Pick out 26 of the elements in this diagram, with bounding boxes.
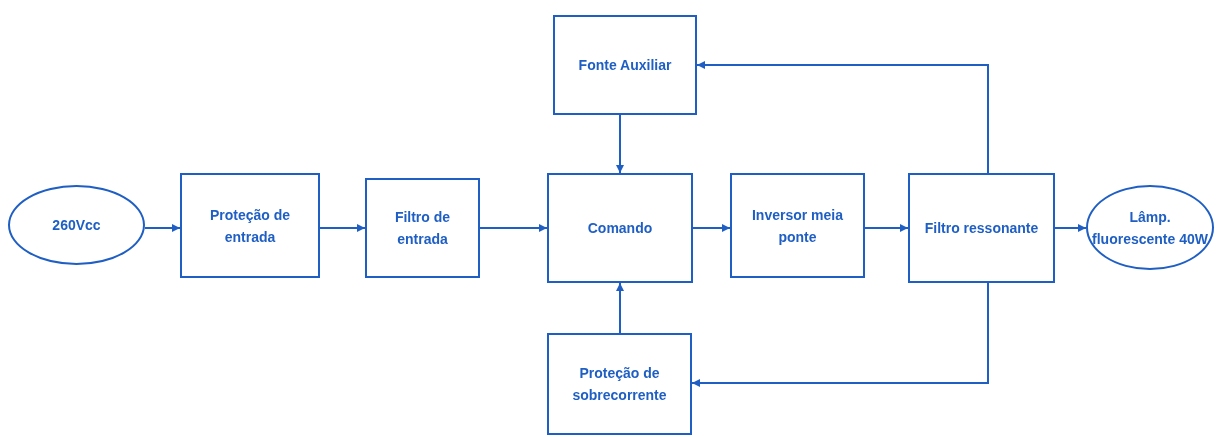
node-label: Proteção de sobrecorrente (571, 364, 668, 405)
process-box (547, 333, 692, 435)
arrow (144, 224, 181, 232)
node-label: 260Vcc (52, 216, 101, 235)
arrow (319, 224, 366, 232)
arrow (864, 224, 909, 232)
node-label: Filtro de entrada (393, 208, 452, 249)
arrow (616, 114, 624, 174)
process-box (180, 173, 320, 278)
node-label: Filtro ressonante (924, 219, 1039, 238)
arrow (616, 282, 624, 334)
arrow (479, 224, 548, 232)
node-label: Proteção de entrada (208, 205, 292, 247)
arrow (1054, 224, 1087, 232)
node-label: Comando (587, 219, 653, 238)
process-box (553, 15, 697, 115)
process-box (365, 178, 480, 278)
node-label: Inversor meia ponte (750, 205, 845, 247)
process-box (908, 173, 1055, 283)
arrow (691, 282, 989, 387)
arrow (692, 224, 731, 232)
arrow (696, 61, 989, 174)
process-box (547, 173, 693, 283)
node-label: Lâmp. fluorescente 40W (1092, 207, 1208, 249)
node-label: Fonte Auxiliar (578, 56, 672, 75)
process-box (730, 173, 865, 278)
